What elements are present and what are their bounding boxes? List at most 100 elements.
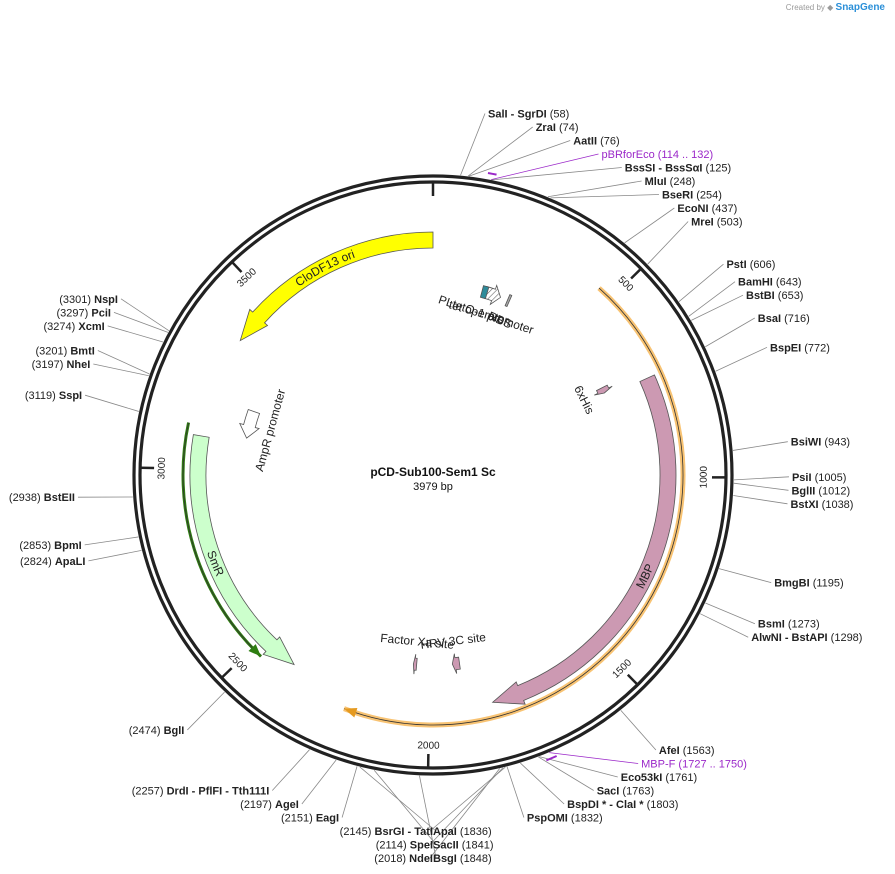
- site-name-2: - BstAPI: [782, 632, 828, 644]
- leader-bsai: [705, 317, 755, 348]
- site-label-bsiwi: BsiWI (943): [791, 437, 850, 449]
- site-position: (2145): [340, 826, 375, 838]
- outer-arc-core-green-cds: [182, 422, 262, 657]
- site-name: AatII: [573, 136, 597, 148]
- site-label-afei: AfeI (1563): [659, 745, 715, 757]
- leader-ndei: [419, 775, 437, 859]
- site-name: Eco53kI: [621, 772, 663, 784]
- site-position: (2114): [376, 840, 410, 852]
- leader-aatii: [468, 140, 571, 177]
- tick-500: [630, 267, 642, 280]
- site-name: SspI: [59, 390, 82, 402]
- site-label-bspdi: BspDI * - ClaI * (1803): [567, 799, 678, 811]
- site-name: BsaI: [758, 313, 781, 325]
- site-position: (58): [547, 109, 570, 121]
- leader-bmti: [97, 350, 150, 375]
- feature-label-ampr-promoter: AmpR promoter: [252, 388, 288, 473]
- plasmid-size: 3979 bp: [413, 481, 453, 493]
- feature-mbp: [491, 374, 677, 705]
- leader-bspei: [715, 346, 768, 372]
- site-name-2: - PflFI - Tth111I: [189, 786, 270, 798]
- site-position: (248): [667, 176, 696, 188]
- leader-bsssi: [491, 167, 622, 181]
- site-position: (3297): [57, 307, 92, 319]
- leader-zrai: [467, 126, 533, 177]
- site-name: XcmI: [78, 321, 104, 333]
- site-label-aatii: AatII (76): [573, 136, 619, 148]
- site-name: BsiWI: [791, 437, 822, 449]
- tick-2500: [220, 667, 233, 679]
- outer-arc-core-orange-cds: [343, 287, 684, 726]
- leader-psti: [678, 263, 724, 302]
- feature-hrv-3c-site: [451, 653, 461, 674]
- site-name: DrdI: [167, 786, 189, 798]
- site-position: (1038): [819, 499, 854, 511]
- site-name: BstEII: [44, 492, 75, 504]
- site-name: MluI: [645, 176, 667, 188]
- leader-spei: [373, 769, 437, 845]
- site-position: (254): [693, 190, 722, 202]
- site-position: (76): [597, 136, 620, 148]
- site-name: PciI: [91, 307, 111, 319]
- site-label-bsteii: (2938) BstEII: [9, 492, 75, 504]
- site-name: BspDI *: [567, 799, 607, 811]
- site-label-bgli: (2474) BglI: [129, 725, 185, 737]
- site-position: (772): [801, 342, 830, 354]
- site-label-bglii: BglII (1012): [791, 485, 850, 497]
- site-position: (3201): [36, 346, 71, 358]
- site-leader-lines: [77, 113, 789, 859]
- leader-bsmi: [705, 602, 756, 625]
- site-label-bspei: BspEI (772): [770, 342, 830, 354]
- site-position: (3301): [59, 294, 94, 306]
- leader-bspdi: [520, 762, 565, 805]
- site-position: (1836): [457, 826, 492, 838]
- outer-arc-orange-cds: [343, 286, 686, 728]
- feature-ampr-promoter: [239, 408, 261, 439]
- feature-label-text-clodf13-ori: CloDF13 ori: [293, 247, 357, 289]
- site-position: (2257): [132, 786, 167, 798]
- site-label-eagi: (2151) EagI: [281, 813, 339, 825]
- leader-afei: [620, 710, 657, 751]
- plasmid-name: pCD-Sub100-Sem1 Sc: [370, 465, 496, 479]
- snapgene-brand: SnapGene: [835, 2, 885, 13]
- leader-mbp-f: [549, 752, 639, 764]
- site-name: MreI: [691, 217, 714, 229]
- site-name: BseRI: [662, 190, 693, 202]
- site-name: PspOMI: [527, 813, 568, 825]
- primer-label-pbrforeco: pBRforEco (114 .. 132): [602, 149, 714, 161]
- leader-bgli: [187, 691, 225, 731]
- site-label-bseri: BseRI (254): [662, 190, 722, 202]
- created-by-text: Created by: [785, 3, 825, 12]
- site-name: NdeI: [409, 853, 433, 865]
- site-name: BsrGI: [375, 826, 405, 838]
- site-label-econi: EcoNI (437): [677, 203, 737, 215]
- site-name: AfeI: [659, 745, 680, 757]
- site-name-2: - SgrDI: [508, 109, 547, 121]
- leader-mrei: [647, 221, 689, 265]
- site-name: BsmI: [758, 619, 785, 631]
- site-position: (1273): [785, 619, 820, 631]
- site-name: SpeI: [410, 840, 433, 852]
- site-name: AgeI: [275, 799, 299, 811]
- leader-bseri: [550, 194, 659, 199]
- site-label-bstxi: BstXI (1038): [790, 499, 853, 511]
- leader-bmgbi: [718, 568, 772, 584]
- site-name: PstI: [726, 259, 746, 271]
- site-position: (503): [714, 217, 743, 229]
- site-label-zrai: ZraI (74): [536, 122, 579, 134]
- leader-bsiwi: [732, 441, 788, 451]
- site-label-alwni: AlwNI - BstAPI (1298): [751, 632, 862, 644]
- site-position: (1563): [680, 745, 715, 757]
- leader-bstbi: [691, 294, 744, 321]
- primer-pbrforeco: [487, 171, 497, 176]
- site-label-bmgbi: BmgBI (1195): [774, 578, 844, 590]
- leader-pbrforeco: [491, 153, 599, 181]
- tick-label-1000: 1000: [699, 466, 710, 489]
- outer-feature-arcs: [181, 171, 686, 762]
- site-labels: SalI - SgrDI (58)ZraI (74)AatII (76)pBRf…: [9, 109, 863, 865]
- plasmid-center-labels: pCD-Sub100-Sem1 Sc 3979 bp: [370, 465, 496, 493]
- leader-xcmi: [107, 325, 164, 343]
- site-label-apai: ApaI (1836): [433, 826, 492, 838]
- primer-mbp-f: [545, 755, 558, 762]
- site-label-pspomi: PspOMI (1832): [527, 813, 603, 825]
